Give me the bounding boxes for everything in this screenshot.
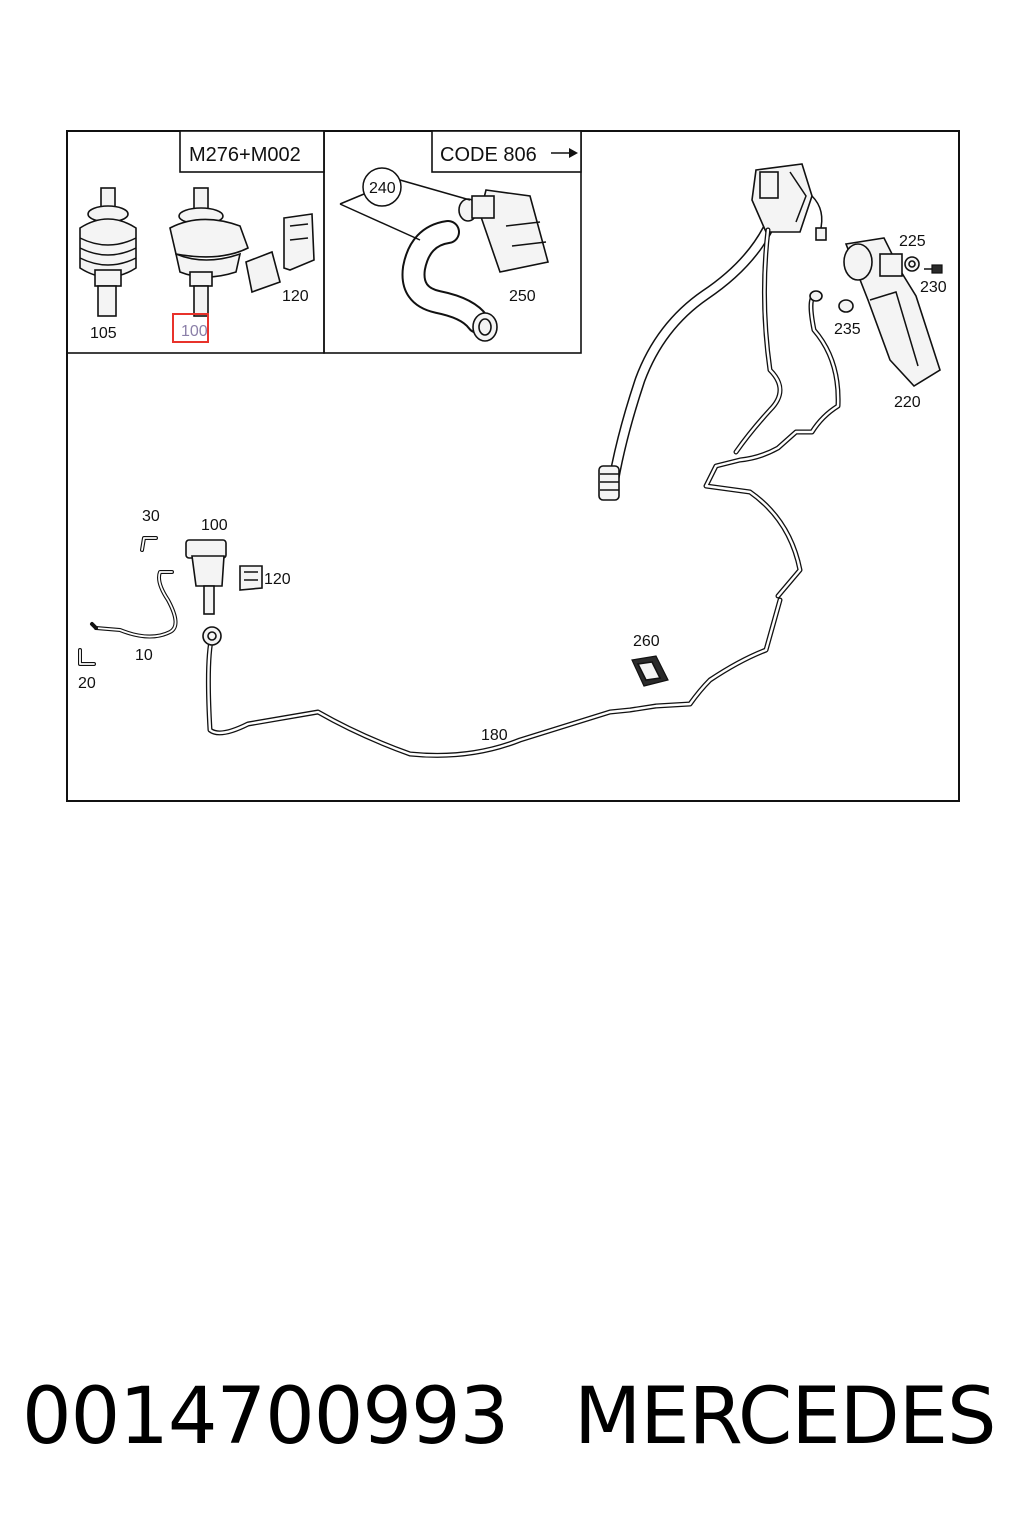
clip-260-drawing [631, 655, 669, 687]
bracket-120-inset-drawing [245, 213, 315, 294]
label-120-inset: 120 [282, 288, 309, 305]
label-250: 250 [509, 288, 536, 305]
inset-code-box: CODE 806 [323, 130, 582, 354]
part-250-drawing [458, 189, 549, 273]
engine-label: M276+M002 [189, 144, 301, 166]
arrow-right-icon [551, 148, 578, 158]
highlight-box-100 [172, 313, 209, 343]
seal-235-drawing [838, 299, 854, 313]
part-number: 0014700993 [22, 1372, 509, 1462]
code-label: CODE 806 [440, 144, 537, 166]
label-180: 180 [481, 727, 508, 744]
label-105: 105 [90, 325, 117, 342]
screw-230-drawing [924, 264, 943, 274]
footer: 0014700993 MERCEDES [0, 1372, 1024, 1462]
canister-220-drawing [843, 237, 941, 388]
hose-10-drawing [90, 570, 178, 639]
label-260: 260 [633, 633, 660, 650]
code-label-box [431, 130, 582, 173]
secondary-lines-drawing [703, 227, 841, 599]
valve-105-drawing [79, 187, 137, 317]
brand-name: MERCEDES [574, 1372, 996, 1462]
label-20: 20 [78, 675, 96, 692]
callout-240 [339, 167, 471, 241]
valve-assembly-drawing [751, 163, 827, 241]
label-30: 30 [142, 508, 160, 525]
elbow-30-drawing [140, 536, 158, 552]
label-235: 235 [834, 321, 861, 338]
label-240: 240 [369, 180, 396, 197]
valve-100-drawing [185, 539, 227, 615]
label-120: 120 [264, 571, 291, 588]
label-100-highlighted: 100 [181, 323, 208, 340]
bracket-120-drawing [239, 565, 263, 591]
valve-100-inset-drawing [169, 187, 249, 317]
main-hose-drawing [598, 180, 788, 501]
label-10: 10 [135, 647, 153, 664]
line-180-drawing [202, 597, 783, 758]
elbow-20-drawing [78, 648, 96, 666]
inset-engine-box: M276+M002 [66, 130, 325, 354]
hose-240-drawing [401, 220, 498, 342]
label-230: 230 [920, 279, 947, 296]
seal-225-drawing [904, 256, 920, 272]
label-225: 225 [899, 233, 926, 250]
label-220: 220 [894, 394, 921, 411]
label-100: 100 [201, 517, 228, 534]
